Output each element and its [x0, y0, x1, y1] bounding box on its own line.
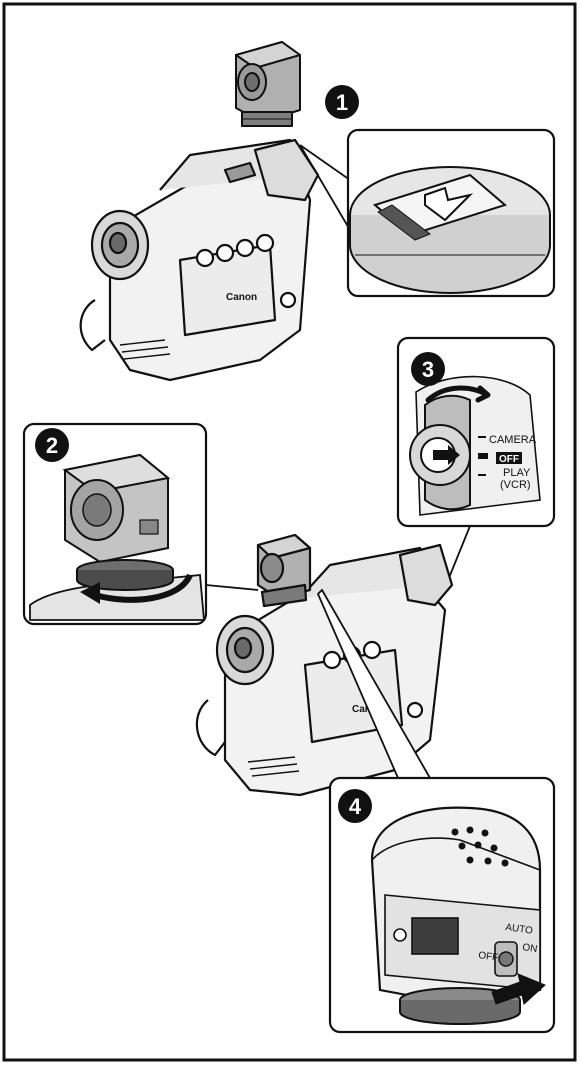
step-3-badge: 3 — [411, 352, 445, 386]
light-switch-on: ON — [522, 942, 538, 955]
step-1-badge: 1 — [325, 85, 359, 119]
switch-label-off: OFF — [499, 454, 519, 465]
inset-1-shoe-slide — [348, 130, 554, 296]
step-2-number: 2 — [46, 433, 58, 458]
switch-label-camera: CAMERA — [489, 434, 537, 446]
step-4-badge: 4 — [338, 789, 372, 823]
step-1-number: 1 — [336, 90, 348, 115]
step-2-badge: 2 — [35, 428, 69, 462]
switch-label-play: PLAY — [503, 467, 531, 479]
step-3-number: 3 — [422, 357, 434, 382]
camcorder-brand-top: Canon — [226, 292, 257, 303]
switch-label-vcr: (VCR) — [500, 479, 531, 491]
step-4-number: 4 — [349, 794, 362, 819]
video-light-top — [236, 42, 300, 126]
